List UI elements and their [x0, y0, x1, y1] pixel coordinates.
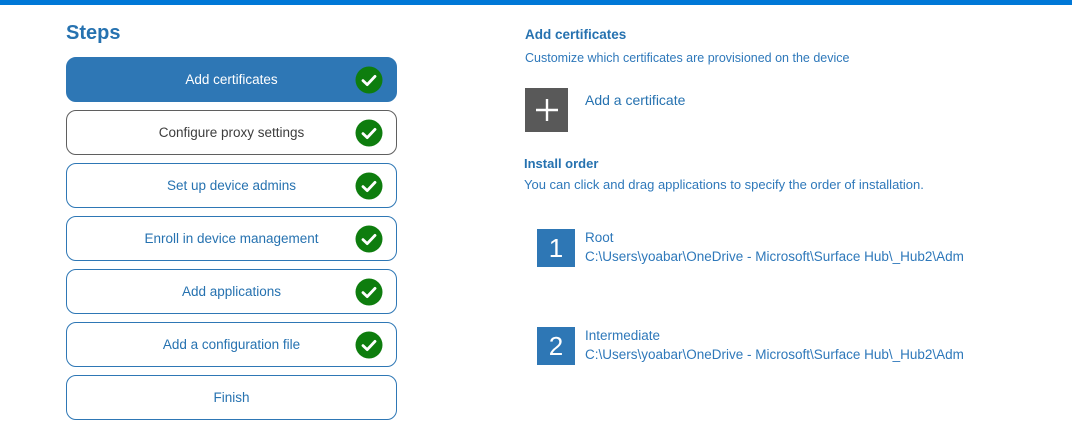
step-button-enroll-in-device-management[interactable]: Enroll in device management	[66, 216, 397, 261]
install-order-hint: You can click and drag applications to s…	[524, 177, 924, 192]
page-title: Add certificates	[525, 27, 627, 42]
check-icon	[355, 278, 383, 305]
certificate-info: Intermediate C:\Users\yoabar\OneDrive - …	[585, 326, 964, 364]
page-subtitle: Customize which certificates are provisi…	[525, 51, 850, 65]
check-icon	[355, 225, 383, 252]
check-icon	[355, 172, 383, 199]
check-icon	[355, 66, 383, 93]
step-label: Configure proxy settings	[158, 125, 305, 140]
order-number-badge: 2	[537, 327, 575, 365]
step-button-set-up-device-admins[interactable]: Set up device admins	[66, 163, 397, 208]
certificate-name: Root	[585, 230, 614, 245]
certificate-path: C:\Users\yoabar\OneDrive - Microsoft\Sur…	[585, 347, 964, 362]
certificate-info: Root C:\Users\yoabar\OneDrive - Microsof…	[585, 228, 964, 266]
add-certificate-label: Add a certificate	[585, 92, 686, 108]
step-label: Add applications	[181, 284, 282, 299]
step-button-add-applications[interactable]: Add applications	[66, 269, 397, 314]
step-label: Add a configuration file	[162, 337, 301, 352]
step-label: Enroll in device management	[144, 231, 319, 246]
check-icon	[355, 119, 383, 146]
step-button-finish[interactable]: Finish	[66, 375, 397, 420]
step-label: Finish	[213, 390, 250, 405]
steps-panel-title: Steps	[66, 22, 121, 44]
step-button-add-a-configuration-file[interactable]: Add a configuration file	[66, 322, 397, 367]
certificate-name: Intermediate	[585, 328, 661, 343]
order-number-badge: 1	[537, 229, 575, 267]
add-certificate-button[interactable]: Add a certificate	[525, 88, 685, 132]
check-icon	[355, 331, 383, 358]
certificate-path: C:\Users\yoabar\OneDrive - Microsoft\Sur…	[585, 249, 964, 264]
step-button-configure-proxy-settings[interactable]: Configure proxy settings	[66, 110, 397, 155]
install-order-item-intermediate[interactable]: 2 Intermediate C:\Users\yoabar\OneDrive …	[537, 327, 964, 365]
step-label: Set up device admins	[166, 178, 297, 193]
plus-icon	[525, 88, 568, 132]
install-order-title: Install order	[524, 156, 599, 171]
steps-panel: Add certificates Configure proxy setting…	[66, 57, 397, 428]
step-button-add-certificates[interactable]: Add certificates	[66, 57, 397, 102]
top-accent-bar	[0, 0, 1072, 5]
install-order-item-root[interactable]: 1 Root C:\Users\yoabar\OneDrive - Micros…	[537, 229, 964, 267]
step-label: Add certificates	[185, 72, 278, 87]
